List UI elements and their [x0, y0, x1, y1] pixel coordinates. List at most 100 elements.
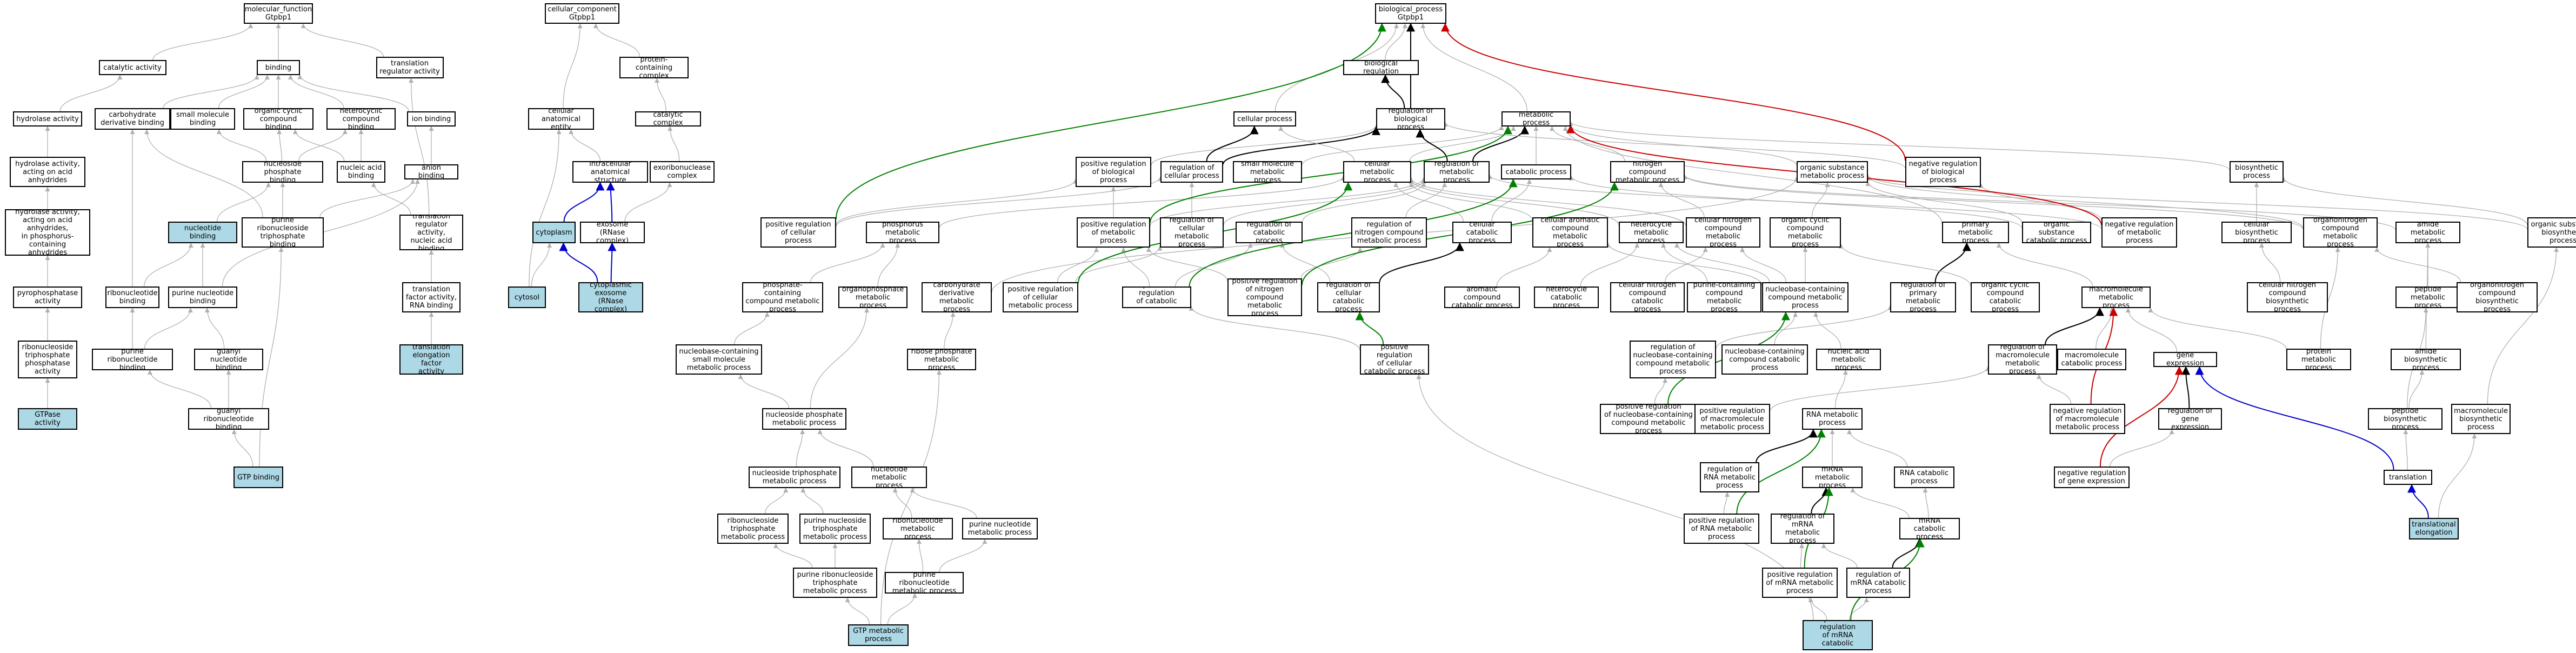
- go-term-node-ribophosmet[interactable]: ribose phosphate metabolic process: [907, 349, 976, 370]
- go-term-node-mrnamet[interactable]: mRNA metabolic process: [1802, 467, 1863, 488]
- go-term-node-pyrophos[interactable]: pyrophosphatase activity: [13, 286, 82, 308]
- go-term-node-regmrnamet[interactable]: regulation of mRNA metabolic process: [1771, 514, 1834, 544]
- go-term-node-regncmet[interactable]: regulation of nitrogen compound metaboli…: [1351, 217, 1427, 248]
- go-term-node-cytexo[interactable]: cytoplasmic exosome (RNase complex): [578, 282, 643, 312]
- go-term-node-smbind[interactable]: small molecule binding: [170, 108, 235, 130]
- go-term-node-cytoplasm[interactable]: cytoplasm: [532, 222, 576, 243]
- go-term-node-nucmet[interactable]: nucleotide metabolic process: [851, 467, 927, 488]
- go-term-node-regcellcatab[interactable]: regulation of cellular catabolic process: [1317, 282, 1380, 312]
- go-term-node-macromet[interactable]: macromolecule metabolic process: [2081, 286, 2151, 308]
- go-term-node-cellcatab[interactable]: cellular catabolic process: [1452, 222, 1512, 243]
- go-term-node-peptidebiosyn[interactable]: peptide biosynthetic process: [2368, 408, 2442, 430]
- go-term-node-rnacatab[interactable]: RNA catabolic process: [1894, 467, 1954, 488]
- go-term-node-posregncmet[interactable]: positive regulation of nitrogen compound…: [1227, 278, 1302, 316]
- go-term-node-posregbp[interactable]: positive regulation of biological proces…: [1076, 157, 1151, 187]
- go-term-node-gtpmet[interactable]: GTP metabolic process: [848, 624, 909, 646]
- go-term-node-nsphosmet[interactable]: nucleoside phosphate metabolic process: [762, 408, 846, 430]
- go-term-node-regcatab[interactable]: regulation of catabolic process: [1236, 222, 1303, 243]
- go-term-node-negregbp[interactable]: negative regulation of biological proces…: [1905, 157, 1981, 187]
- go-term-node-cae[interactable]: cellular anatomical entity: [528, 108, 594, 130]
- go-term-node-posregcell[interactable]: positive regulation of cellular process: [760, 217, 836, 248]
- go-term-node-hetcatab[interactable]: heterocycle catabolic process: [1534, 286, 1599, 308]
- go-term-node-nucbind[interactable]: nucleotide binding: [168, 222, 237, 243]
- go-term-node-osmet[interactable]: organic substance metabolic process: [1797, 161, 1868, 183]
- go-term-node-transelong[interactable]: translational elongation: [2409, 518, 2459, 539]
- go-term-node-posregmacromet[interactable]: positive regulation of macromolecule met…: [1694, 404, 1770, 434]
- go-term-node-regmacromet[interactable]: regulation of macromolecule metabolic pr…: [1988, 344, 2057, 375]
- go-term-node-rnamet[interactable]: RNA metabolic process: [1802, 408, 1863, 430]
- go-term-node-geneexp[interactable]: gene expression: [2153, 352, 2217, 367]
- go-term-node-nstriphosmet[interactable]: nucleoside triphosphate metabolic proces…: [749, 467, 840, 488]
- go-term-node-onbiosyn[interactable]: organonitrogen compound biosynthetic pro…: [2457, 282, 2538, 312]
- go-term-node-cnccatab[interactable]: cellular nitrogen compound catabolic pro…: [1610, 282, 1685, 312]
- go-term-node-regmrnacatab[interactable]: regulation of mRNA catabolic process: [1846, 568, 1910, 598]
- go-term-node-exosome[interactable]: exosome (RNase complex): [580, 222, 645, 243]
- go-term-node-purnucmet[interactable]: purine nucleotide metabolic process: [962, 518, 1038, 539]
- go-term-node-regcellproc[interactable]: regulation of cellular process: [1160, 161, 1223, 183]
- go-term-node-regprimet[interactable]: regulation of primary metabolic process: [1890, 282, 1956, 312]
- go-term-node-orgphosmet[interactable]: organophosphate metabolic process: [838, 286, 907, 308]
- go-term-node-bioreg[interactable]: biological regulation: [1343, 60, 1419, 75]
- go-term-node-purnucbind[interactable]: purine nucleotide binding: [168, 286, 237, 308]
- go-term-node-protcomplex[interactable]: protein-containing complex: [619, 57, 689, 78]
- go-term-node-nacidmet[interactable]: nucleic acid metabolic process: [1816, 349, 1881, 370]
- go-term-node-primet[interactable]: primary metabolic process: [1942, 222, 2009, 243]
- go-term-node-hydroacidp[interactable]: hydrolase activity, acting on acid anhyd…: [5, 209, 90, 256]
- go-term-node-ocmet[interactable]: organic cyclic compound metabolic proces…: [1770, 217, 1841, 248]
- go-term-node-cytosol[interactable]: cytosol: [508, 286, 546, 308]
- go-term-node-posregmrnacatab[interactable]: positive regulation of mRNA catabolic pr…: [1803, 620, 1873, 650]
- go-term-node-purmet[interactable]: purine-containing compound metabolic pro…: [1687, 282, 1761, 312]
- go-term-node-cncbiosyn[interactable]: cellular nitrogen compound biosynthetic …: [2247, 282, 2328, 312]
- go-term-node-hydroacid[interactable]: hydrolase activity, acting on acid anhyd…: [10, 157, 85, 187]
- go-term-node-bp[interactable]: biological_process Gtpbp1: [1375, 3, 1446, 24]
- go-term-node-posregcellmet[interactable]: positive regulation of cellular metaboli…: [1003, 282, 1078, 312]
- go-term-node-orgcyc[interactable]: organic cyclic compound binding: [243, 108, 313, 130]
- go-term-node-regbp[interactable]: regulation of biological process: [1376, 108, 1445, 130]
- go-term-node-hydro[interactable]: hydrolase activity: [13, 111, 82, 126]
- go-term-node-amidemet[interactable]: amide metabolic process: [2395, 222, 2460, 243]
- go-term-node-purribonucmet[interactable]: purine ribonucleotide metabolic process: [885, 572, 964, 594]
- go-term-node-posregcatab[interactable]: positive regulation of catabolic process: [1122, 286, 1191, 308]
- go-term-node-negregmet[interactable]: negative regulation of metabolic process: [2101, 217, 2177, 248]
- go-term-node-ncmet[interactable]: nitrogen compound metabolic process: [1610, 161, 1685, 183]
- go-term-node-smmet[interactable]: small molecule metabolic process: [1233, 161, 1302, 183]
- go-term-node-negregmacromet[interactable]: negative regulation of macromolecule met…: [2050, 404, 2125, 434]
- go-term-node-guanylnucbind[interactable]: guanyl nucleotide binding: [194, 349, 263, 370]
- go-term-node-purnstrimet[interactable]: purine nucleoside triphosphate metabolic…: [799, 514, 871, 544]
- go-term-node-phosmet[interactable]: phosphorus metabolic process: [866, 222, 939, 243]
- go-term-node-cellmet[interactable]: cellular metabolic process: [1343, 161, 1411, 183]
- go-term-node-translation[interactable]: translation: [2384, 470, 2432, 485]
- go-term-node-guanylribobind[interactable]: guanyl ribonucleotide binding: [188, 408, 269, 430]
- go-term-node-hetcyc[interactable]: heterocyclic compound binding: [326, 108, 396, 130]
- go-term-node-negreggeneexp[interactable]: negative regulation of gene expression: [2054, 467, 2130, 488]
- go-term-node-rntriphosmet[interactable]: ribonucleoside triphosphate metabolic pr…: [717, 514, 789, 544]
- go-term-node-caromet[interactable]: cellular aromatic compound metabolic pro…: [1532, 217, 1608, 248]
- go-term-node-posregmet[interactable]: positive regulation of metabolic process: [1077, 217, 1150, 248]
- go-term-node-binding[interactable]: binding: [257, 60, 300, 75]
- go-term-node-cc[interactable]: cellular_component Gtpbp1: [545, 3, 619, 24]
- go-term-node-purribonucbind[interactable]: purine ribonucleotide binding: [92, 349, 173, 370]
- go-term-node-tfarna[interactable]: translation factor activity, RNA binding: [402, 282, 461, 312]
- go-term-node-pcmet[interactable]: phosphate-containing compound metabolic …: [742, 282, 823, 312]
- go-term-node-ionbind[interactable]: ion binding: [407, 111, 456, 126]
- go-term-node-carbmet[interactable]: carbohydrate derivative metabolic proces…: [922, 282, 992, 312]
- go-term-node-transregna[interactable]: translation regulator activity, nucleic …: [399, 215, 463, 250]
- go-term-node-mf[interactable]: molecular_function Gtpbp1: [244, 3, 313, 24]
- go-term-node-posregrnamet[interactable]: positive regulation of RNA metabolic pro…: [1684, 514, 1759, 544]
- go-term-node-macrocatab[interactable]: macromolecule catabolic process: [2057, 349, 2126, 370]
- go-term-node-arocatab[interactable]: aromatic compound catabolic process: [1444, 286, 1520, 308]
- go-term-node-catact[interactable]: catalytic activity: [98, 60, 166, 75]
- go-term-node-exonuc[interactable]: exoribonuclease complex: [650, 161, 715, 183]
- go-term-node-teaf[interactable]: translation elongation factor activity: [399, 344, 463, 375]
- go-term-node-nbcsmmet[interactable]: nucleobase-containing small molecule met…: [676, 344, 762, 375]
- go-term-node-catab[interactable]: catabolic process: [1501, 164, 1571, 179]
- go-term-node-metproc[interactable]: metabolic process: [1501, 111, 1571, 126]
- go-term-node-regcellmet[interactable]: regulation of cellular metabolic process: [1160, 217, 1224, 248]
- go-term-node-nbccatab[interactable]: nucleobase-containing compound catabolic…: [1721, 344, 1808, 375]
- go-term-node-occatab[interactable]: organic cyclic compound catabolic proces…: [1971, 282, 2040, 312]
- go-term-node-nbcmet[interactable]: nucleobase-containing compound metabolic…: [1762, 282, 1848, 312]
- go-term-node-ias[interactable]: intracellular anatomical structure: [572, 161, 648, 183]
- go-term-node-purrntrimet[interactable]: purine ribonucleoside triphosphate metab…: [793, 568, 877, 598]
- go-term-node-protmet[interactable]: protein metabolic process: [2286, 349, 2351, 370]
- go-term-node-cellproc[interactable]: cellular process: [1233, 111, 1296, 126]
